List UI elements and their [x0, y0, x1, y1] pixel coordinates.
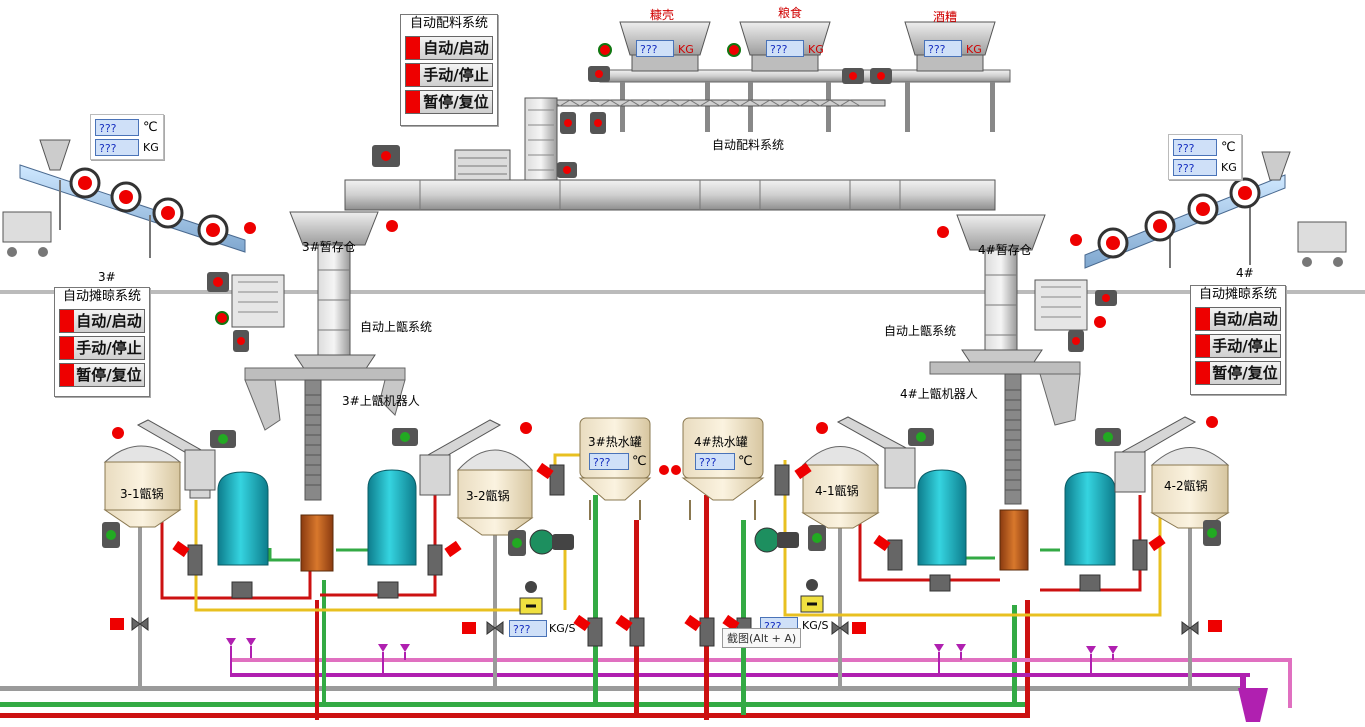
- pot31-label: 3-1甑锅: [120, 487, 164, 501]
- panel-title: 自动摊晾系统: [62, 289, 141, 304]
- left-flow-unit: KG/S: [549, 622, 576, 635]
- left-weight-unit: KG: [143, 141, 159, 154]
- pause-reset-button[interactable]: 暂停/复位: [405, 90, 493, 114]
- manual-stop-button[interactable]: 手动/停止: [59, 336, 145, 360]
- status-indicator: [406, 64, 420, 86]
- status-indicator: [406, 37, 420, 59]
- loader-left-label: 自动上甑系统: [360, 320, 433, 334]
- panel-title: 自动配料系统: [409, 16, 488, 31]
- tank4-label: 4#热水罐: [694, 435, 748, 449]
- hopper-label-lees: 酒糟: [933, 10, 958, 24]
- auto-start-button[interactable]: 自动/启动: [405, 36, 493, 60]
- pot42-label: 4-2甑锅: [1164, 479, 1208, 493]
- button-label: 自动/启动: [423, 39, 489, 57]
- batching-control-panel: 自动配料系统 自动/启动 手动/停止 暂停/复位: [400, 14, 498, 126]
- steaming-pots: [103, 445, 1230, 536]
- bin-and-loader-left: [231, 211, 406, 572]
- button-label: 手动/停止: [1212, 337, 1278, 355]
- pot41-label: 4-1甑锅: [815, 484, 859, 498]
- right-spreader-readout: ??? ℃ ??? KG: [1168, 134, 1242, 180]
- batching-conveyor: [524, 69, 1011, 189]
- left-spreader-number: 3#: [98, 270, 116, 284]
- robot3-label: 3#上甑机器人: [342, 394, 420, 408]
- hopper-label-grain: 粮食: [778, 6, 803, 20]
- panel-title: 自动摊晾系统: [1198, 287, 1277, 302]
- batching-system-label: 自动配料系统: [712, 138, 785, 152]
- status-indicator: [60, 364, 74, 386]
- flow-meters: [519, 579, 824, 615]
- status-indicator: [406, 91, 420, 113]
- tank3-unit: ℃: [632, 454, 647, 469]
- right-flow-unit: KG/S: [802, 619, 829, 632]
- bin3-label: 3#暂存仓: [302, 240, 356, 254]
- loader-right-label: 自动上甑系统: [884, 324, 957, 338]
- tank4-temp: ???: [695, 453, 735, 470]
- status-indicator: [60, 310, 74, 332]
- hopper-husk-unit: KG: [678, 43, 694, 56]
- status-indicator: [1196, 335, 1210, 357]
- motors: [102, 66, 1221, 556]
- hopper-lees-unit: KG: [966, 43, 982, 56]
- button-label: 手动/停止: [76, 339, 142, 357]
- right-spreader-number: 4#: [1236, 266, 1254, 280]
- button-label: 暂停/复位: [76, 366, 142, 384]
- hopper-lees-weight: ???: [924, 40, 962, 57]
- right-temp-value: ???: [1173, 139, 1217, 156]
- status-indicator: [60, 337, 74, 359]
- status-indicator: [1196, 362, 1210, 384]
- pause-reset-button[interactable]: 暂停/复位: [1195, 361, 1281, 385]
- status-indicator: [1196, 308, 1210, 330]
- left-spreader-readout: ??? ℃ ??? KG: [90, 114, 164, 160]
- button-label: 暂停/复位: [423, 93, 489, 111]
- button-label: 自动/启动: [1212, 310, 1278, 328]
- bin4-label: 4#暂存仓: [978, 243, 1032, 257]
- manual-stop-button[interactable]: 手动/停止: [1195, 334, 1281, 358]
- steam-drop-valves: [226, 638, 1118, 674]
- bin-and-loader-right: [929, 214, 1088, 571]
- left-temp-value: ???: [95, 119, 139, 136]
- button-label: 手动/停止: [423, 66, 489, 84]
- hopper-husk-weight: ???: [636, 40, 674, 57]
- right-spreader-panel: 自动摊晾系统 自动/启动 手动/停止 暂停/复位: [1190, 285, 1286, 395]
- hot-water-tanks: [578, 417, 765, 520]
- right-weight-unit: KG: [1221, 161, 1237, 174]
- right-temp-unit: ℃: [1221, 140, 1236, 155]
- left-flow-value: ???: [509, 620, 547, 637]
- right-weight-value: ???: [1173, 159, 1217, 176]
- screenshot-tooltip: 截图(Alt + A): [722, 628, 802, 648]
- left-temp-unit: ℃: [143, 120, 158, 135]
- valve-actuators-red: [110, 462, 1222, 634]
- tank4-unit: ℃: [738, 454, 753, 469]
- left-weight-value: ???: [95, 139, 139, 156]
- spreader-fans: [69, 167, 1261, 259]
- hopper-grain-unit: KG: [808, 43, 824, 56]
- auto-start-button[interactable]: 自动/启动: [59, 309, 145, 333]
- status-lamps: [112, 43, 1218, 475]
- robot4-label: 4#上甑机器人: [900, 387, 978, 401]
- auto-start-button[interactable]: 自动/启动: [1195, 307, 1281, 331]
- tank3-temp: ???: [589, 453, 629, 470]
- button-label: 暂停/复位: [1212, 364, 1278, 382]
- main-duct: [0, 149, 1365, 294]
- robot-arms: [136, 416, 1197, 499]
- hopper-grain-weight: ???: [766, 40, 804, 57]
- tank3-label: 3#热水罐: [588, 435, 642, 449]
- teal-vessels: [217, 469, 1116, 566]
- hopper-label-husk: 糠壳: [650, 8, 675, 22]
- pot32-label: 3-2甑锅: [466, 489, 510, 503]
- main-pipes: [0, 600, 1292, 722]
- valves: [131, 464, 1199, 647]
- manual-stop-button[interactable]: 手动/停止: [405, 63, 493, 87]
- pause-reset-button[interactable]: 暂停/复位: [59, 363, 145, 387]
- left-spreader-panel: 自动摊晾系统 自动/启动 手动/停止 暂停/复位: [54, 287, 150, 397]
- button-label: 自动/启动: [76, 312, 142, 330]
